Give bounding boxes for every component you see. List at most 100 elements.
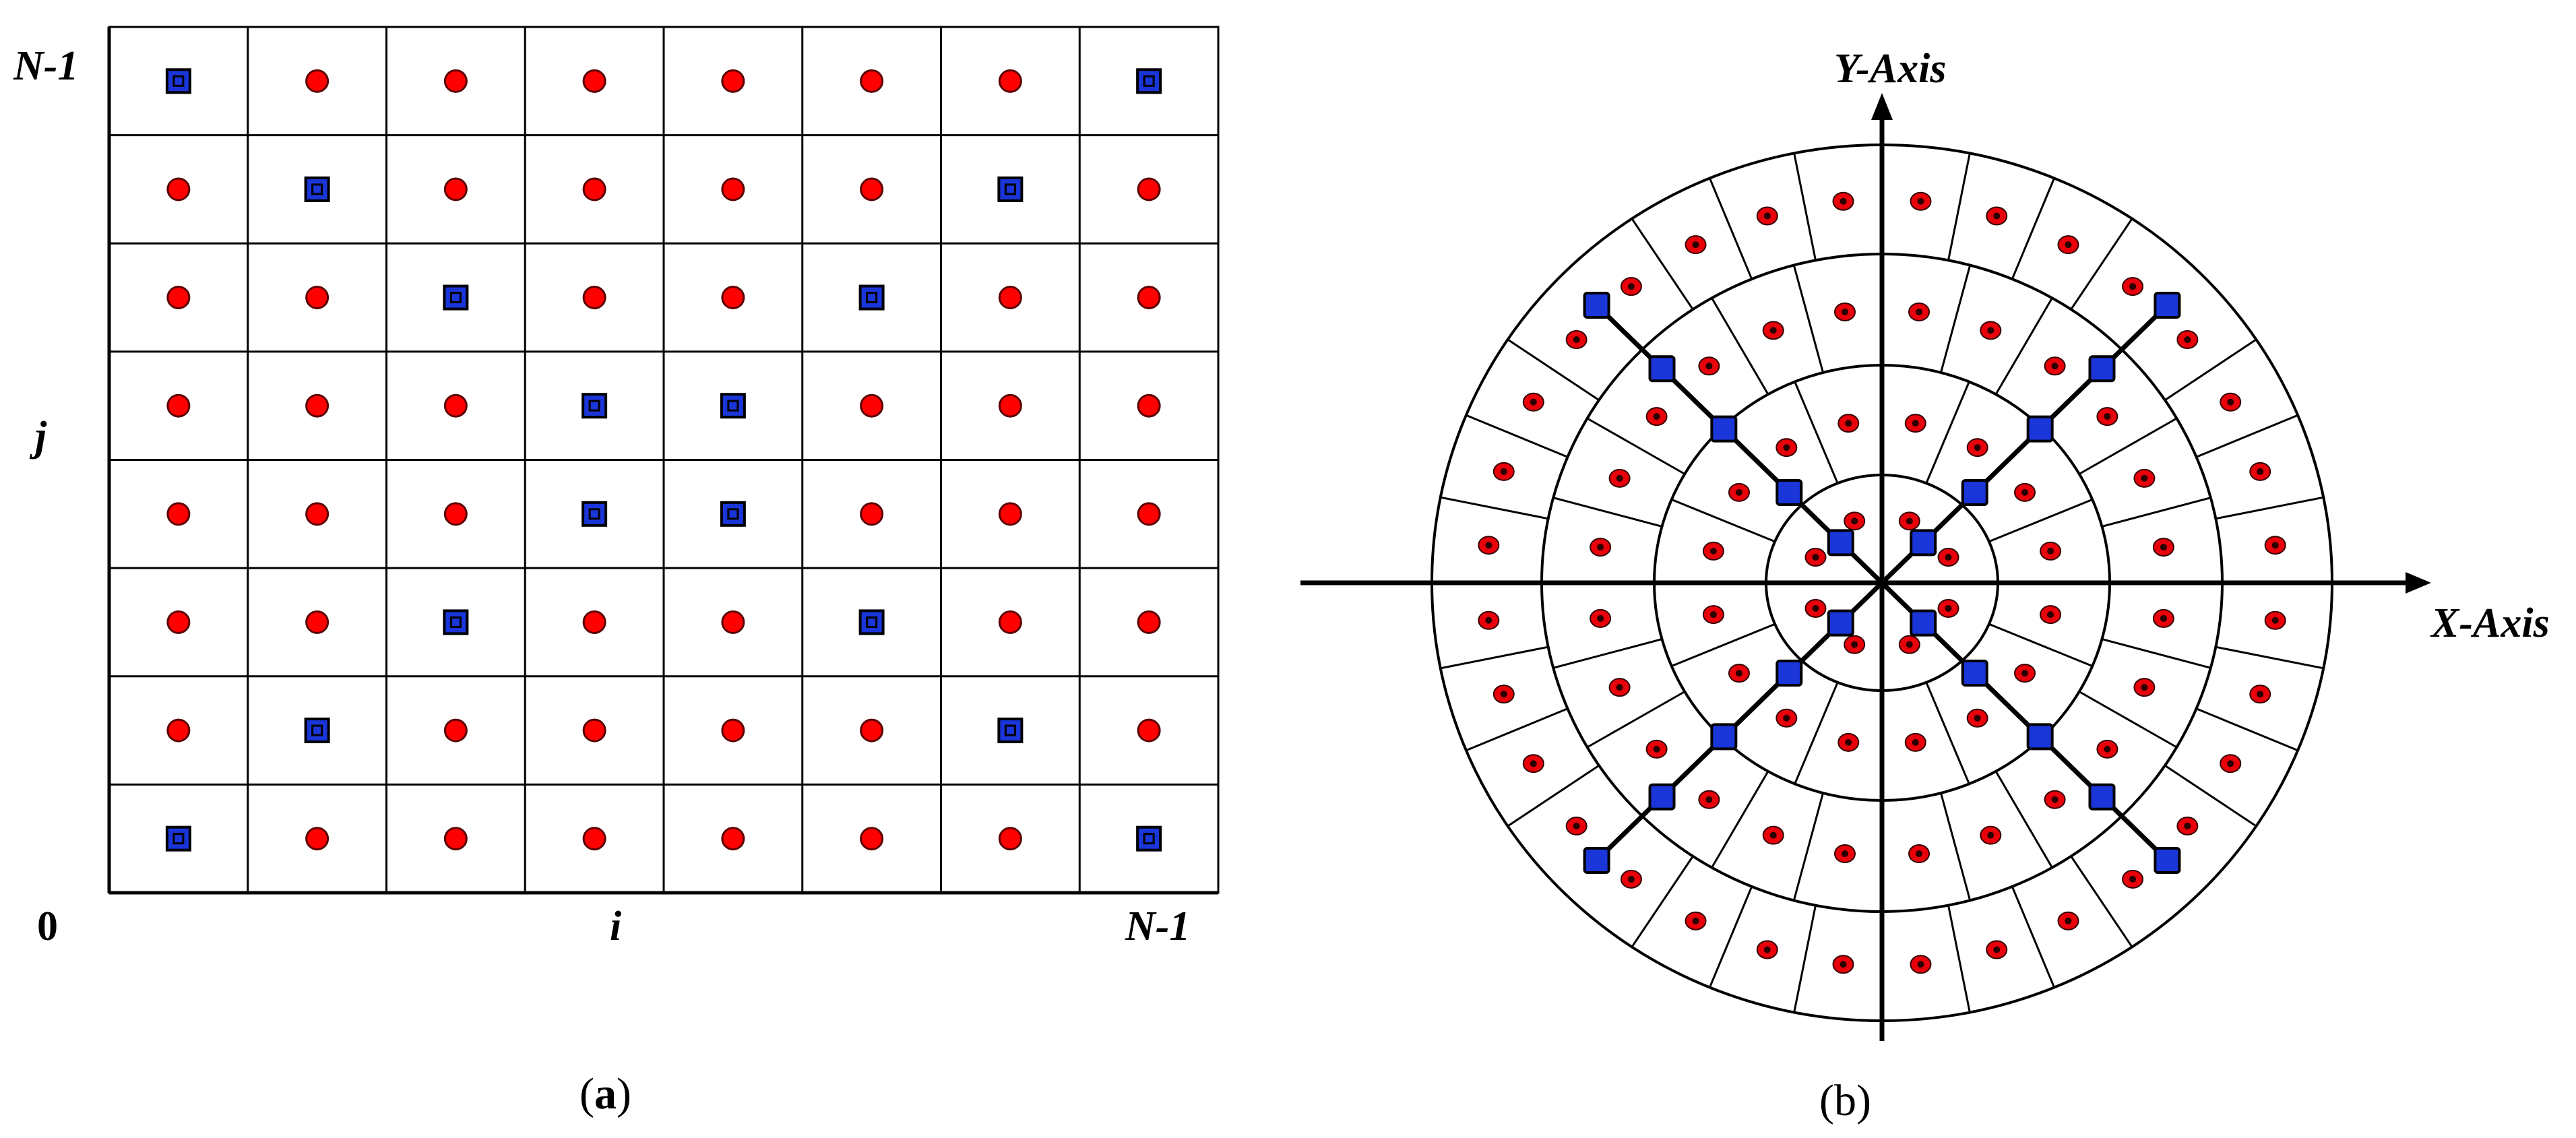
polar-sector-spoke	[2195, 414, 2298, 458]
polar-sector-spoke	[1925, 682, 1970, 784]
blue-square-marker-core	[1004, 724, 1016, 736]
blue-square-marker	[2026, 415, 2054, 443]
blue-square-marker-core	[1004, 183, 1016, 195]
red-circle-marker-core	[1916, 308, 1923, 315]
polar-sector-spoke	[1552, 497, 1662, 528]
red-circle-marker-core	[1485, 542, 1493, 549]
red-circle-marker	[1137, 177, 1161, 201]
polar-sector-spoke	[1711, 770, 1769, 868]
red-circle-marker	[998, 827, 1022, 851]
polar-sector-spoke	[1507, 764, 1600, 827]
blue-square-marker	[2154, 847, 2181, 875]
red-circle-marker-core	[1616, 474, 1623, 482]
blue-square-marker	[2154, 291, 2181, 319]
blue-square-marker-group	[1710, 723, 1738, 751]
red-circle-marker	[582, 718, 606, 742]
polar-sector-spoke	[1631, 855, 1694, 948]
red-circle-marker-core	[2160, 614, 2167, 622]
blue-square-marker	[1710, 723, 1738, 751]
polar-sector-spoke	[1794, 682, 1839, 784]
red-circle-marker	[721, 827, 745, 851]
red-circle-marker-core	[2021, 670, 2029, 677]
polar-sector-spoke	[2216, 645, 2324, 670]
label-origin-zero: 0	[37, 904, 58, 949]
blue-square-marker	[2088, 783, 2116, 811]
red-circle-marker	[860, 502, 884, 526]
red-circle-marker-core	[1912, 738, 1919, 746]
red-circle-marker-core	[1812, 604, 1819, 612]
red-circle-marker-core	[1783, 444, 1790, 451]
polar-sector-spoke	[1994, 770, 2053, 868]
red-circle-marker-core	[2257, 468, 2264, 475]
blue-square-marker-group	[1710, 415, 1738, 443]
red-circle-marker	[860, 69, 884, 93]
polar-sector-spoke	[1994, 297, 2053, 396]
red-circle-marker-core	[2047, 547, 2054, 555]
blue-square-marker	[1710, 415, 1738, 443]
red-circle-marker-core	[1653, 745, 1660, 753]
red-circle-marker-core	[2227, 398, 2234, 406]
red-circle-marker-core	[1530, 398, 1537, 406]
polar-sector-spoke	[1792, 792, 1824, 901]
red-circle-marker-core	[2141, 474, 2148, 482]
red-circle-marker-core	[2271, 542, 2279, 549]
red-circle-marker	[305, 286, 329, 310]
red-circle-marker	[721, 610, 745, 634]
blue-square-marker-group	[1648, 355, 1676, 383]
polar-sector-spoke	[1708, 886, 1753, 988]
red-circle-marker-core	[1705, 362, 1713, 370]
blue-square-marker-group	[2088, 783, 2116, 811]
red-circle-marker-core	[1987, 327, 1994, 334]
caption-b: (b)	[1819, 1076, 1871, 1125]
blue-square-marker-group	[2154, 847, 2181, 875]
polar-sector-spoke	[1586, 691, 1686, 749]
blue-square-marker	[858, 609, 885, 635]
red-circle-marker	[582, 827, 606, 851]
red-circle-marker-core	[1840, 197, 1847, 205]
panel-b-polar-grid: Y-Axis X-Axis (b)	[1300, 46, 2550, 1125]
cartesian-grid-markers	[165, 68, 1162, 852]
polar-sector-spoke	[1947, 153, 1971, 261]
red-circle-marker	[443, 393, 468, 418]
red-circle-marker	[443, 827, 468, 851]
blue-square-marker	[1827, 529, 1854, 557]
polar-sector-spoke	[1507, 338, 1600, 402]
red-circle-marker-core	[1845, 420, 1852, 427]
red-circle-marker	[1137, 718, 1161, 742]
polar-grid-lines	[1300, 93, 2431, 1041]
red-circle-marker-core	[1945, 604, 1952, 612]
red-circle-marker-core	[2160, 544, 2167, 551]
red-circle-marker	[166, 177, 191, 201]
blue-square-marker	[1776, 660, 1803, 687]
blue-square-marker	[2026, 723, 2054, 751]
red-circle-marker-core	[1763, 946, 1771, 953]
red-circle-marker	[1137, 610, 1161, 634]
blue-square-marker-core	[172, 75, 185, 87]
blue-square-marker	[165, 68, 191, 94]
red-circle-marker-core	[1974, 444, 1981, 451]
blue-square-marker-group	[2026, 723, 2054, 751]
blue-square-marker	[1136, 68, 1162, 94]
red-circle-marker-core	[2227, 760, 2234, 767]
red-circle-marker	[721, 286, 745, 310]
red-circle-marker-core	[1783, 714, 1790, 722]
red-circle-marker	[305, 393, 329, 418]
polar-sector-spoke	[1466, 707, 1569, 752]
polar-sector-spoke	[1988, 499, 2093, 543]
blue-square-marker-group	[1961, 478, 1988, 506]
blue-square-marker	[997, 176, 1024, 202]
red-circle-marker-core	[1709, 611, 1717, 619]
red-circle-marker-core	[1763, 212, 1771, 220]
red-circle-marker-core	[1692, 917, 1699, 924]
red-circle-marker-core	[1851, 641, 1858, 648]
red-circle-marker-core	[1627, 283, 1635, 290]
red-circle-marker	[582, 610, 606, 634]
red-circle-marker	[860, 718, 884, 742]
red-circle-marker-core	[1812, 554, 1819, 561]
polar-sector-spoke	[1440, 496, 1548, 520]
red-circle-marker	[998, 610, 1022, 634]
red-circle-marker-core	[2141, 684, 2148, 691]
blue-square-marker	[304, 176, 330, 202]
blue-square-marker-group	[1583, 291, 1610, 319]
polar-sector-spoke	[2011, 886, 2056, 988]
